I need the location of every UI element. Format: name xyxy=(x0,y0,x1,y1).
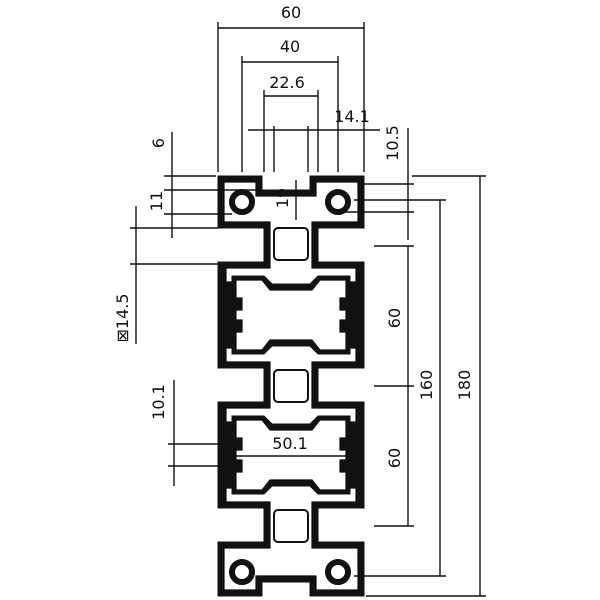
dim-bore: ⊠14.5 xyxy=(113,293,132,342)
profile-body xyxy=(217,175,365,597)
bore-top-right xyxy=(325,189,351,215)
dimension-labels: 60 40 22.6 14.1 6 10.5 11 19 ⊠14.5 10.1 … xyxy=(113,3,474,468)
dim-pitch-upper: 60 xyxy=(385,308,404,328)
dim-top-offset: 6 xyxy=(149,138,168,148)
core-upper xyxy=(273,227,309,261)
dim-slot-width: 14.1 xyxy=(334,107,370,126)
dim-width-inner: 40 xyxy=(280,37,300,56)
dim-centers-total: 160 xyxy=(417,370,436,401)
dim-height-total: 180 xyxy=(455,370,474,401)
dim-pitch-lower: 60 xyxy=(385,448,404,468)
dim-cavity-width: 50.1 xyxy=(272,434,308,453)
dim-slot-center: 22.6 xyxy=(269,73,305,92)
lower-cavity xyxy=(235,419,347,491)
dim-groove: 10.1 xyxy=(149,384,168,420)
upper-cavity xyxy=(235,279,347,351)
dimension-lines xyxy=(130,22,486,597)
dim-width-outer: 60 xyxy=(281,3,301,22)
bore-bottom-right xyxy=(325,559,351,585)
core-middle xyxy=(273,369,309,403)
bore-top-left xyxy=(229,189,255,215)
dim-top-height: 10.5 xyxy=(383,125,402,161)
dim-slot-depth: 11 xyxy=(147,191,166,211)
core-lower xyxy=(273,509,309,543)
dim-slot-throat: 19 xyxy=(273,188,292,208)
bore-bottom-left xyxy=(229,559,255,585)
